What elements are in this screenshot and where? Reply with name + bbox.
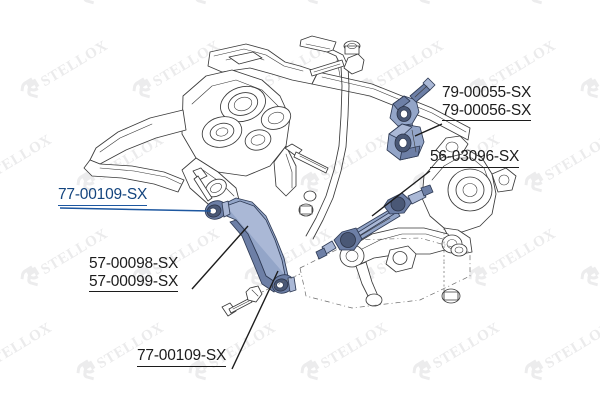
lower-control-arm-lineart xyxy=(339,227,463,307)
part-number-text: 79-00055-SX xyxy=(442,84,532,101)
knuckle-mid-bolt xyxy=(450,243,468,257)
subframe-bolt-upper xyxy=(284,143,329,174)
leader-lines xyxy=(59,123,443,370)
subframe-bolt-lower xyxy=(192,167,213,202)
stabilizer-link-part xyxy=(315,184,434,260)
leader-56-03096 xyxy=(371,170,431,217)
callout-underline xyxy=(137,365,227,367)
upper-link-end xyxy=(309,40,365,77)
part-number-text: 77-00109-SX xyxy=(58,186,148,203)
link-fastener-left xyxy=(298,203,314,217)
leader-77-00109-top xyxy=(59,207,212,212)
callout-control-arm-bushing-rear: 77-00109-SX xyxy=(137,347,226,367)
knuckle-lower-bolt xyxy=(441,288,461,304)
control-arm-bolt-assembly xyxy=(221,273,301,317)
stabilizer-bracket-part xyxy=(389,77,436,137)
callout-underline xyxy=(89,291,179,292)
callout-underline xyxy=(58,204,148,206)
leader-79-00055 xyxy=(414,123,443,137)
part-number-text: 56-03096-SX xyxy=(430,148,520,165)
part-number-text: 57-00098-SX xyxy=(89,255,179,272)
part-number-text: 57-00099-SX xyxy=(89,272,179,290)
rear-control-arm-part xyxy=(204,197,297,294)
stabilizer-bushing-part xyxy=(386,123,425,161)
callout-underline xyxy=(442,120,532,121)
subframe-casting xyxy=(83,43,471,213)
callout-underline xyxy=(430,166,520,168)
leader-57-00098 xyxy=(191,225,249,290)
leader-77-00109-bottom xyxy=(231,270,279,370)
callout-stabilizer-link: 56-03096-SX xyxy=(430,148,519,168)
link-fastener-top xyxy=(303,190,317,202)
stabilizer-bar xyxy=(299,35,350,240)
part-number-text: 77-00109-SX xyxy=(137,347,227,364)
part-number-text: 79-00056-SX xyxy=(442,101,532,119)
callout-control-arm-bushing-front: 77-00109-SX xyxy=(58,186,147,206)
hidden-outline-guides xyxy=(299,228,471,309)
